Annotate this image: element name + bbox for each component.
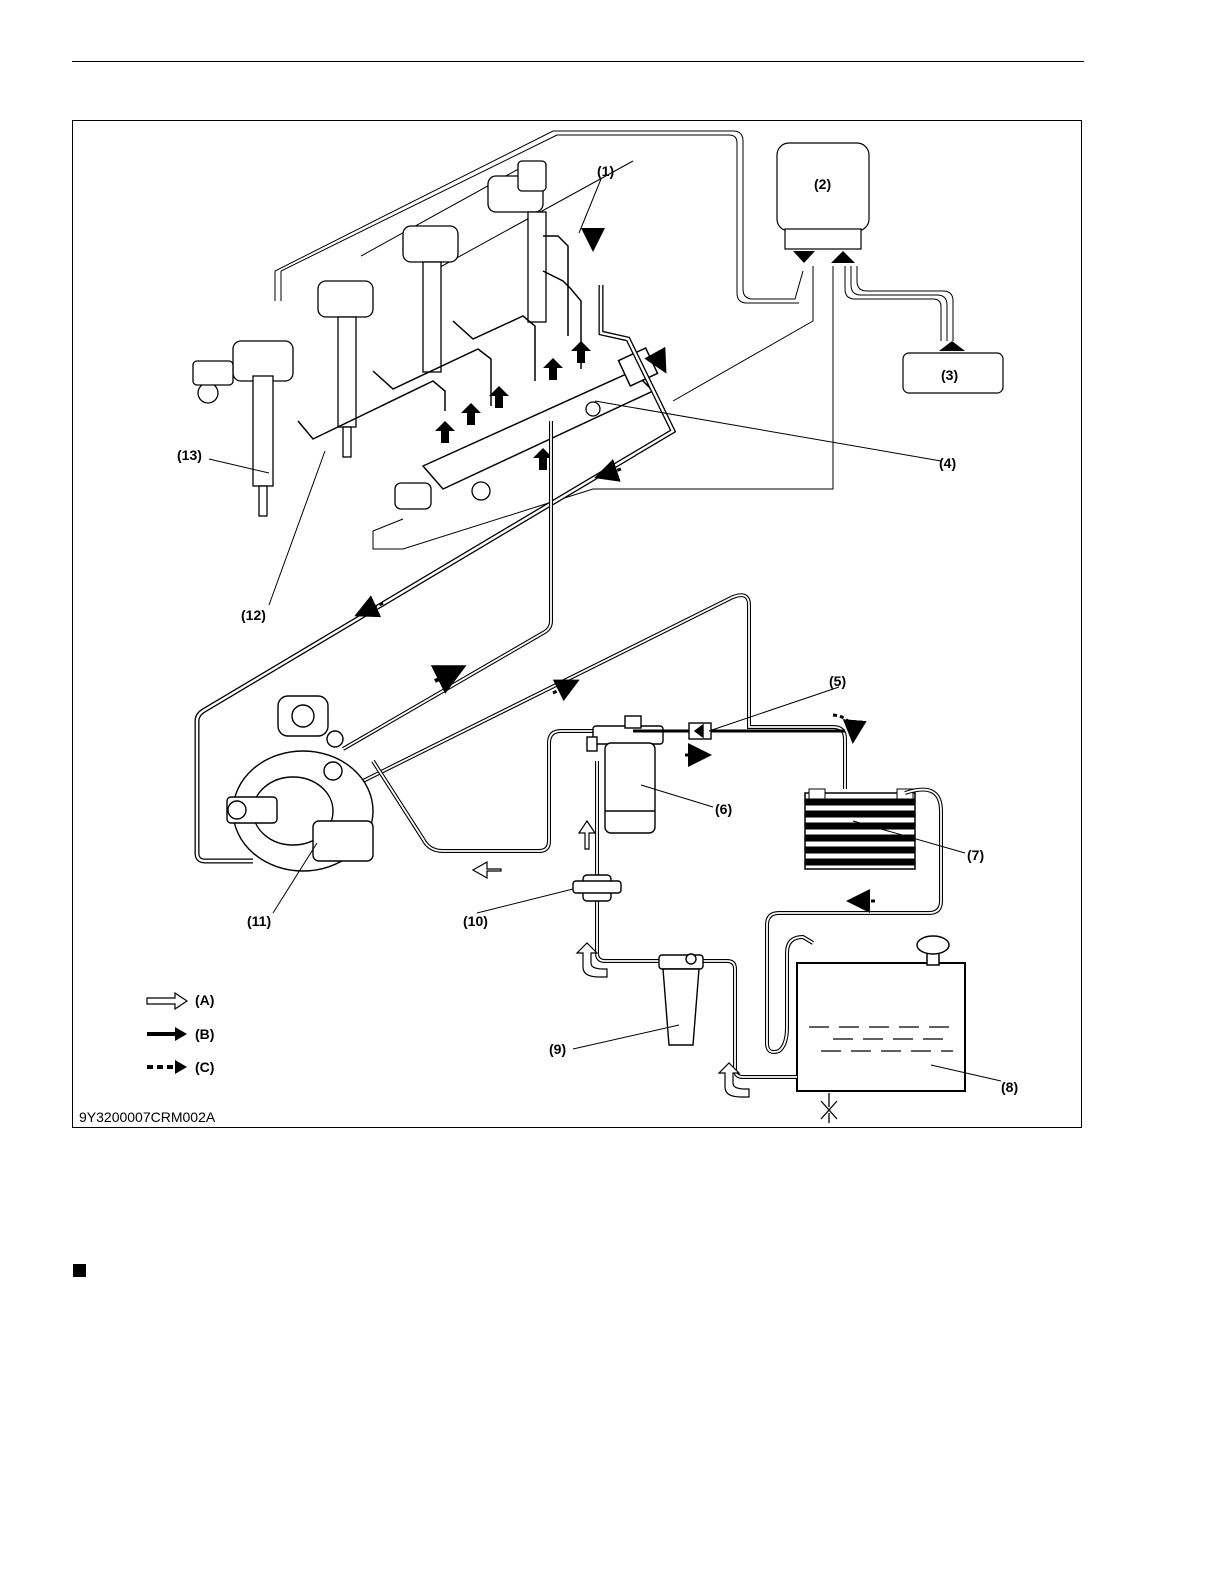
callout-11: (11) [247,913,271,929]
callout-8: (8) [1001,1079,1018,1095]
callout-4: (4) [939,455,956,471]
header-rule [72,61,1084,62]
solid-arrow [435,667,463,681]
callout-10: (10) [463,913,488,929]
callout-7: (7) [967,847,984,863]
overflow-return-line [363,595,845,789]
callout-12: (12) [241,607,266,623]
legend-label-c: (C) [195,1059,214,1075]
section-bullet [73,1264,86,1277]
supply-pump [227,696,373,871]
callout-9: (9) [549,1041,566,1057]
feed-line [373,731,613,851]
feed-pump [573,875,621,901]
callout-2: (2) [814,176,831,192]
diagram-drawing [73,121,1083,1129]
legend-arrows [147,993,187,1074]
fuel-cooler [805,789,915,869]
figure-code: 9Y3200007CRM002A [79,1109,215,1125]
callout-1: (1) [597,163,614,179]
ecu-unit [777,143,869,263]
fuel-tank [797,936,965,1123]
legend-label-b: (B) [195,1026,214,1042]
callout-13: (13) [177,447,202,463]
callout-5: (5) [829,673,846,689]
pre-filter [659,954,703,1045]
callout-3: (3) [941,367,958,383]
overflow-valve [689,723,711,739]
legend-label-a: (A) [195,992,214,1008]
fuel-system-diagram: (1) (2) (3) (4) (5) (6) (7) (8) (9) (10)… [72,120,1082,1128]
dashed-arrows-return [357,231,665,615]
callout-6: (6) [715,801,732,817]
outline-arrow-feed [473,862,501,878]
